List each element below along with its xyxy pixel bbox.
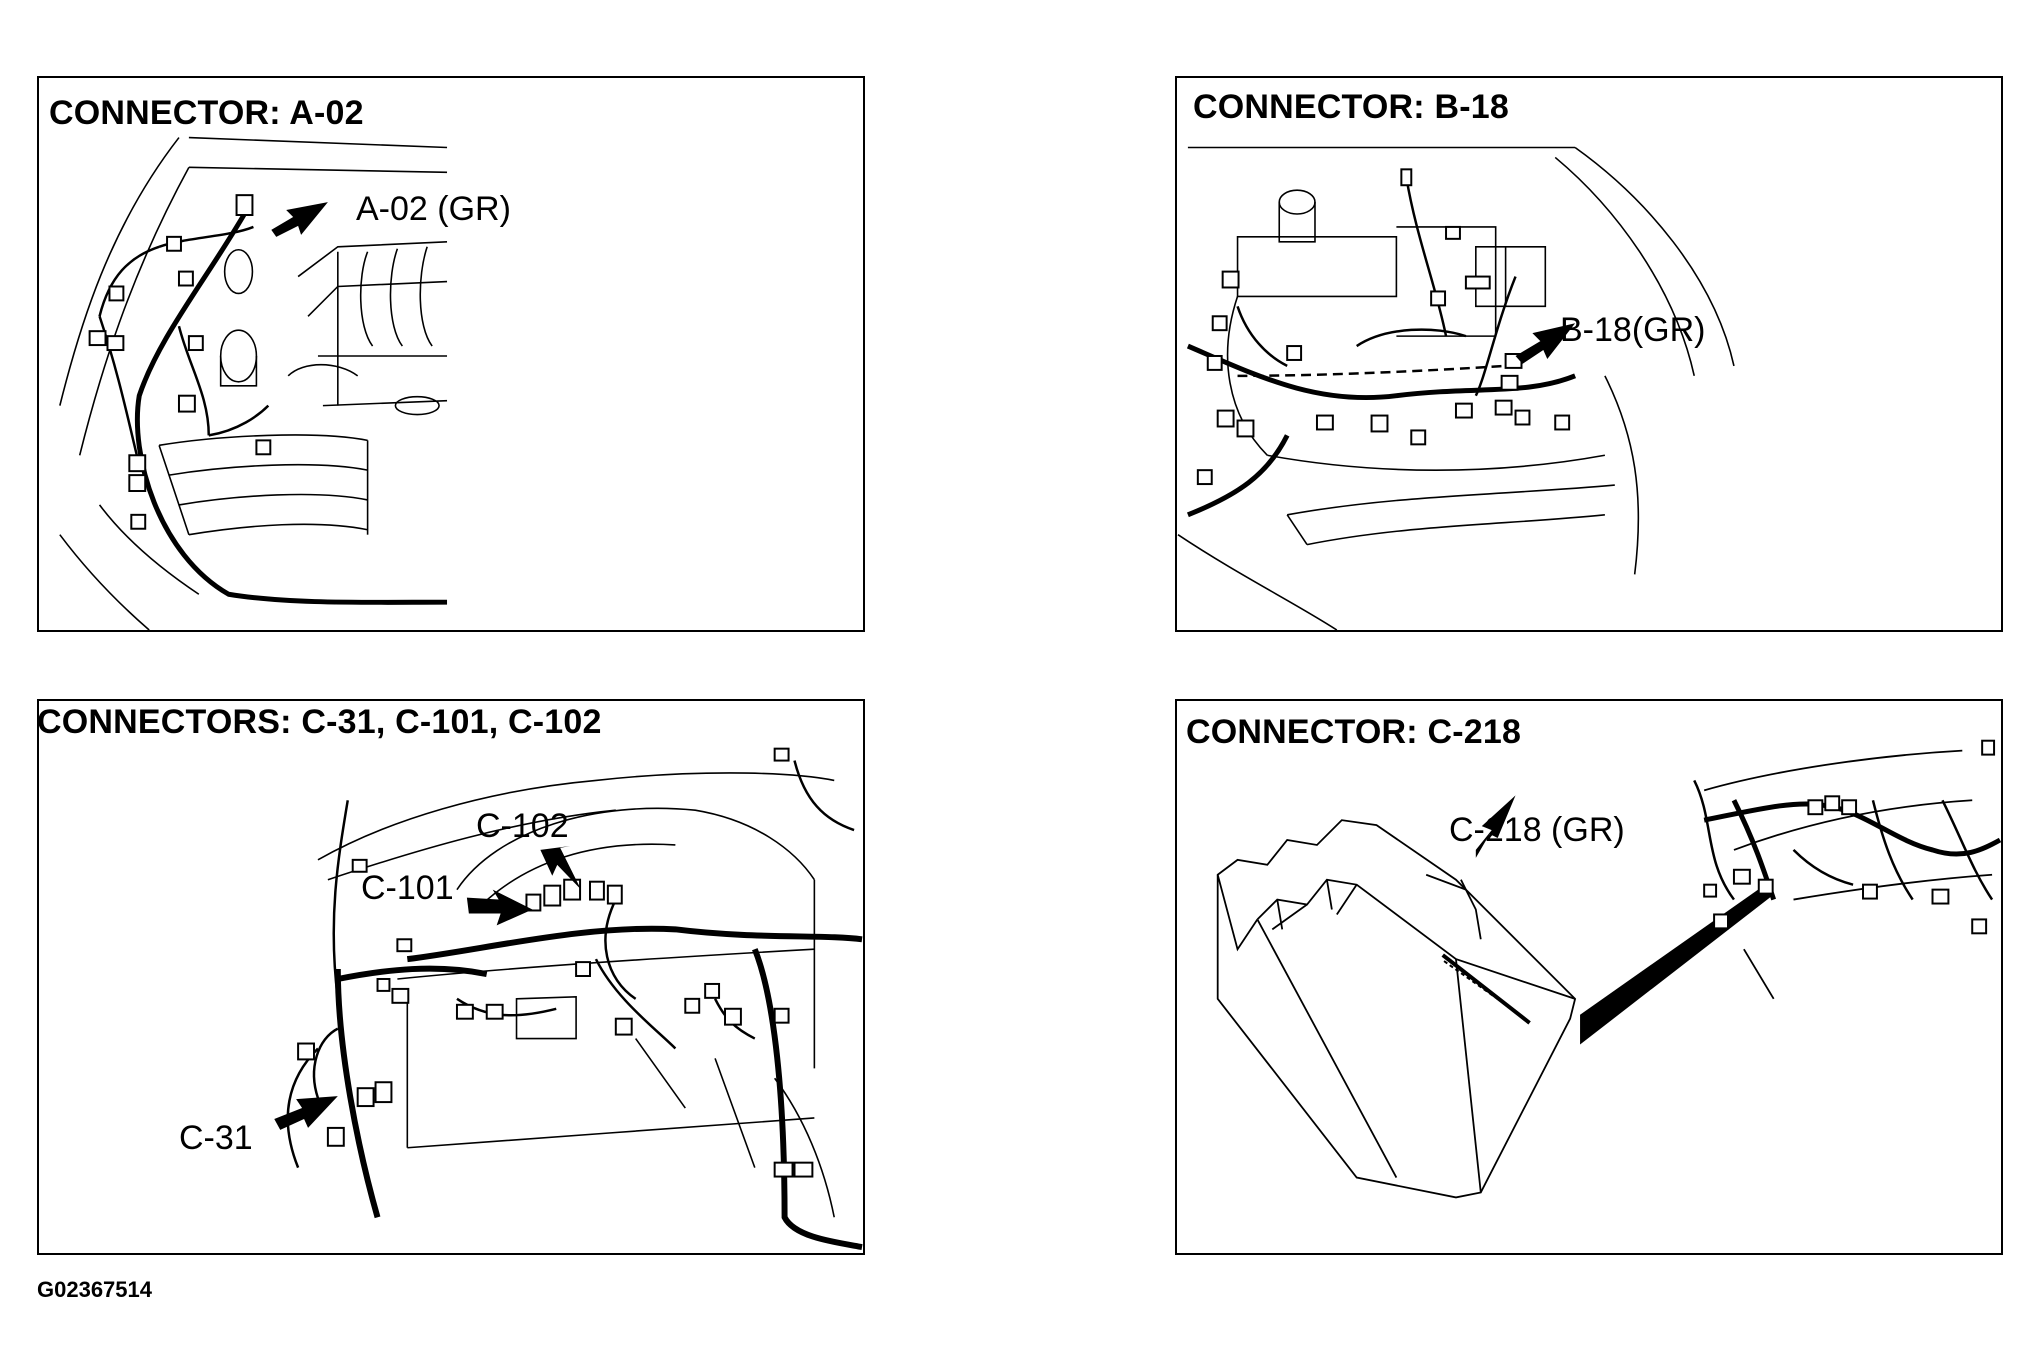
panel-title: CONNECTOR: A-02 <box>49 94 364 132</box>
arrow-b18 <box>1515 323 1576 364</box>
arrow-a02 <box>271 202 328 237</box>
panel-connectors-c31-c101-c102: CONNECTORS: C-31, C-101, C-102 C-102 C-1… <box>37 699 865 1255</box>
panel-title: CONNECTORS: C-31, C-101, C-102 <box>37 703 602 741</box>
connector-label-a02: A-02 (GR) <box>356 190 511 228</box>
panel-connector-a02: CONNECTOR: A-02 A-02 (GR) <box>37 76 865 632</box>
panel-connector-c218: CONNECTOR: C-218 C-218 (GR) <box>1175 699 2003 1255</box>
connector-label-c218: C-218 (GR) <box>1449 811 1625 849</box>
junction-box-illustration <box>1216 739 2001 1199</box>
panel-title: CONNECTOR: B-18 <box>1193 88 1509 126</box>
arrow-c101 <box>466 889 533 926</box>
figure-id: G02367514 <box>37 1277 152 1302</box>
connector-label-b18: B-18(GR) <box>1560 311 1706 349</box>
panel-connector-b18: CONNECTOR: B-18 B-18(GR) <box>1175 76 2003 632</box>
engine-bay-illustration <box>59 136 448 630</box>
panel-title: CONNECTOR: C-218 <box>1186 713 1522 751</box>
arrow-c31 <box>274 1096 338 1130</box>
engine-bay-illustration <box>1177 146 1735 630</box>
arrow-c218 <box>1475 795 1516 858</box>
arrow-c102 <box>540 845 582 890</box>
pointer-wedge <box>1580 885 1774 1045</box>
connector-label-c31: C-31 <box>179 1119 253 1157</box>
connector-label-c102: C-102 <box>476 807 569 845</box>
connector-label-c101: C-101 <box>361 869 454 907</box>
dashboard-illustration <box>274 747 863 1250</box>
